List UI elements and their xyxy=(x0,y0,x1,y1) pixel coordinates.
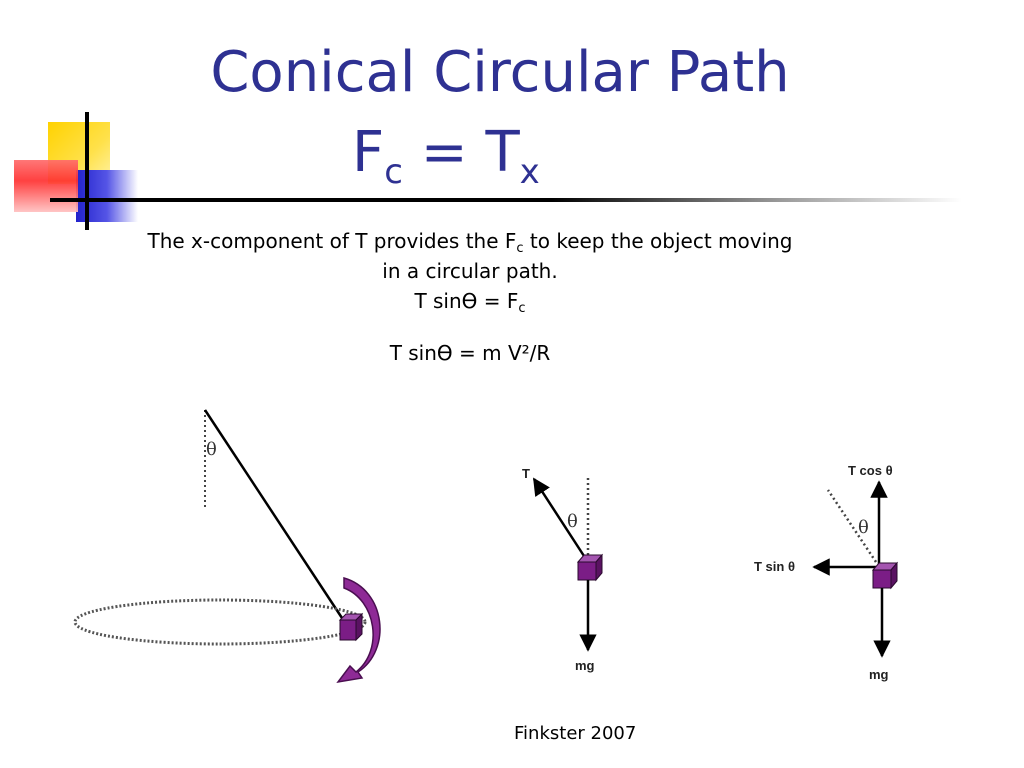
string-line xyxy=(203,409,344,619)
force-diagram-components: T cos θ T sin θ θ mg xyxy=(754,463,899,682)
label-mg: mg xyxy=(575,658,595,673)
decor-vertical-line xyxy=(85,112,89,230)
decor-red-square xyxy=(14,160,78,212)
label-mg-2: mg xyxy=(869,667,889,682)
mass-block xyxy=(338,612,364,642)
conical-pendulum-diagram: θ xyxy=(73,409,381,684)
equation-tsin-mv2r: T sinϴ = m V²/R xyxy=(389,341,551,365)
tension-arrow-icon xyxy=(532,477,586,557)
title-equation: Fc = Tx xyxy=(352,120,540,192)
theta-label-3: θ xyxy=(858,517,869,538)
label-tsin: T sin θ xyxy=(754,559,795,574)
mass-block-3 xyxy=(871,561,899,590)
theta-label-2: θ xyxy=(567,511,578,532)
theta-label: θ xyxy=(206,439,217,460)
mass-block-2 xyxy=(576,553,604,582)
description-line-1: The x-component of T provides the Fc to … xyxy=(147,229,793,256)
slide-title: Conical Circular Path xyxy=(210,40,790,105)
decor-horizontal-rule xyxy=(50,198,962,202)
rotation-arrow-icon xyxy=(336,577,381,684)
circular-path xyxy=(73,598,367,646)
label-tcos: T cos θ xyxy=(848,463,893,478)
footer-credit: Finkster 2007 xyxy=(514,723,637,744)
equation-tsin-fc: T sinϴ = Fc xyxy=(414,289,526,316)
description-line-2: in a circular path. xyxy=(382,259,558,283)
force-diagram-tension: T θ mg xyxy=(522,466,604,673)
label-T: T xyxy=(522,466,530,481)
